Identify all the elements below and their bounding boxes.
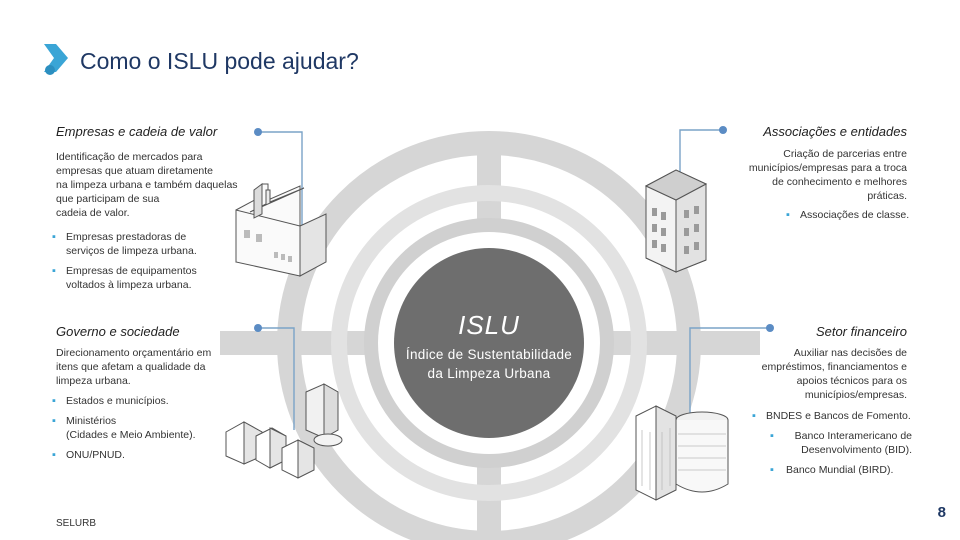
bullet-list-financeiro-1: BNDES e Bancos de Fomento. [752, 409, 912, 429]
list-item: Associações de classe. [786, 208, 910, 222]
dot-financeiro [766, 324, 774, 332]
center-circle [394, 248, 584, 438]
bullet-list-associacoes: Associações de classe. [786, 208, 910, 228]
list-item: Banco Mundial (BIRD). [770, 463, 912, 477]
skyscraper-icon [635, 405, 729, 501]
factory-icon [235, 183, 327, 277]
dot-empresas [254, 128, 262, 136]
center-title: ISLU [458, 310, 520, 340]
connector-governo [258, 327, 295, 430]
bullet-line: Associações de classe. [800, 209, 910, 221]
bullet-line: Estados e municípios. [66, 395, 169, 407]
list-item: Empresas prestadoras de serviços de limpe… [52, 230, 232, 258]
section-desc-associacoes: Criação de parcerias entre municípios/em… [717, 147, 907, 203]
desc-line: de conhecimento e melhores [772, 176, 907, 188]
connector-empresas [258, 131, 303, 258]
list-item: BNDES e Bancos de Fomento. [752, 409, 912, 423]
desc-line: Direcionamento orçamentário em [56, 347, 212, 359]
bullet-line: ONU/PNUD. [66, 449, 125, 461]
desc-line: empresas que atuam diretamente [56, 165, 214, 177]
office-building-icon [644, 169, 708, 273]
bullet-line: voltados à limpeza urbana. [66, 279, 192, 291]
center-subtitle: Índice de Sustentabilidade da Limpeza Ur… [379, 345, 599, 383]
section-title-empresas: Empresas e cadeia de valor [56, 124, 218, 139]
desc-line: cadeia de valor. [56, 207, 130, 219]
connector-lines [258, 129, 770, 430]
desc-line: empréstimos, financiamentos e [761, 361, 907, 373]
desc-line: itens que afetam a qualidade da [56, 361, 206, 373]
section-desc-governo: Direcionamento orçamentário em itens que… [56, 346, 236, 388]
center-subtitle-line: da Limpeza Urbana [427, 366, 551, 381]
bullet-line: Banco Interamericano de [794, 430, 912, 442]
list-item: ONU/PNUD. [52, 448, 222, 462]
bullet-line: (Cidades e Meio Ambiente). [66, 429, 196, 441]
city-houses-icon [225, 383, 343, 479]
section-title-financeiro: Setor financeiro [815, 324, 907, 339]
desc-line: limpeza urbana. [56, 375, 131, 387]
desc-line: Auxiliar nas decisões de [793, 347, 907, 359]
dot-governo [254, 324, 262, 332]
page-title: Como o ISLU pode ajudar? [80, 48, 359, 74]
list-item: Empresas de equipamentos voltados à limpe… [52, 264, 232, 292]
bullet-line: Banco Mundial (BIRD). [786, 464, 894, 476]
selurb-chevron-logo-icon [44, 44, 68, 75]
desc-line: municípios/empresas. [804, 389, 907, 401]
center-subtitle-line: Índice de Sustentabilidade [405, 347, 573, 362]
footer-brand: SELURB [56, 518, 97, 529]
bullet-line: Empresas prestadoras de [66, 231, 187, 243]
connector-financeiro [689, 327, 770, 430]
bullet-line: Desenvolvimento (BID). [801, 444, 912, 456]
desc-line: que participam de sua [56, 193, 160, 205]
bullet-list-governo: Estados e municípios. Ministérios (Cidade… [52, 394, 222, 468]
dot-associacoes [719, 126, 727, 134]
desc-line: Criação de parcerias entre [783, 148, 907, 160]
center-inner-ring [364, 218, 614, 468]
connector-dots [254, 126, 774, 332]
section-desc-empresas: Identificação de mercados para empresas … [56, 150, 256, 220]
bullet-list-financeiro-2: Banco Interamericano de Desenvolvimento (… [770, 429, 912, 483]
desc-line: na limpeza urbana e também daquelas [56, 179, 238, 191]
bullet-line: serviços de limpeza urbana. [66, 245, 197, 257]
bullet-list-empresas: Empresas prestadoras de serviços de limpe… [52, 230, 232, 298]
section-title-governo: Governo e sociedade [56, 324, 180, 339]
bullet-line: Ministérios [66, 415, 117, 427]
desc-line: práticas. [867, 190, 907, 202]
desc-line: municípios/empresas para a troca [748, 162, 907, 174]
list-item: Estados e municípios. [52, 394, 222, 408]
desc-line: Identificação de mercados para [56, 151, 203, 163]
desc-line: apoios técnicos para os [796, 375, 907, 387]
bullet-line: Empresas de equipamentos [66, 265, 197, 277]
section-desc-financeiro: Auxiliar nas decisões de empréstimos, fi… [727, 346, 907, 402]
list-item: Ministérios (Cidades e Meio Ambiente). [52, 414, 222, 442]
bullet-line: BNDES e Bancos de Fomento. [766, 410, 911, 422]
page-number: 8 [937, 504, 946, 521]
section-title-associacoes: Associações e entidades [763, 124, 907, 139]
list-item: Banco Interamericano de Desenvolvimento (… [770, 429, 912, 457]
